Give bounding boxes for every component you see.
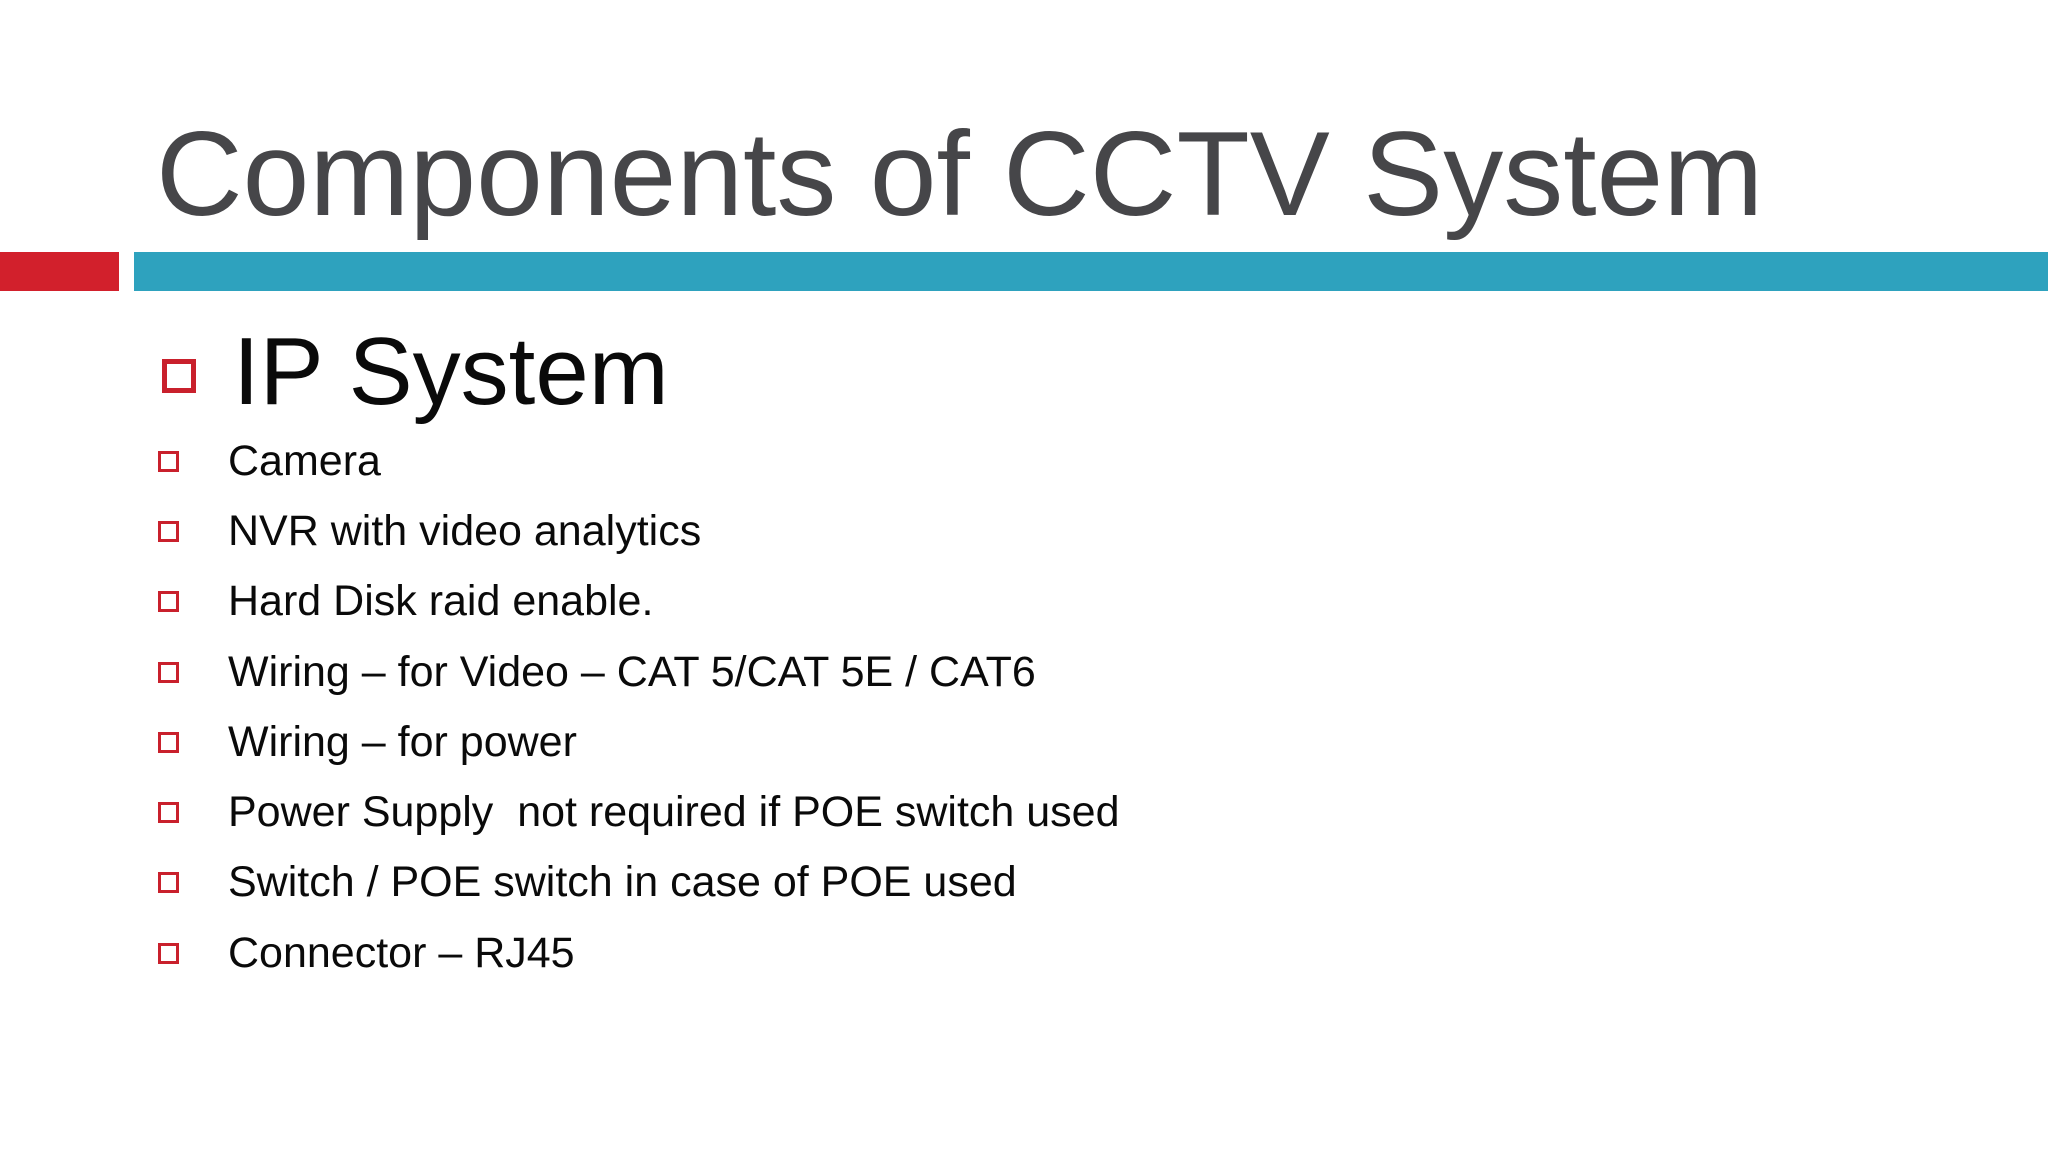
list-item-text: Connector – RJ45: [228, 928, 575, 977]
list-item: Camera: [158, 426, 1120, 496]
bullet-square-icon: [158, 872, 179, 894]
bullet-square-icon: [158, 450, 179, 472]
bullet-square-icon: [158, 802, 179, 824]
bullet-square-icon: [158, 591, 179, 613]
accent-bar-red: [0, 252, 119, 291]
list-item: Wiring – for power: [158, 707, 1120, 777]
component-list: Camera NVR with video analytics Hard Dis…: [158, 426, 1120, 988]
list-item-text: Switch / POE switch in case of POE used: [228, 858, 1017, 907]
list-item: Wiring – for Video – CAT 5/CAT 5E / CAT6: [158, 637, 1120, 707]
list-item-text: NVR with video analytics: [228, 506, 702, 555]
list-item: Hard Disk raid enable.: [158, 567, 1120, 637]
bullet-square-icon: [158, 731, 179, 753]
section-bullet-square-icon: [162, 359, 196, 393]
bullet-square-icon: [158, 942, 179, 964]
list-item-text: Power Supply not required if POE switch …: [228, 788, 1120, 837]
bullet-square-icon: [158, 520, 179, 542]
list-item-text: Camera: [228, 436, 381, 485]
accent-bar-teal: [134, 252, 2048, 291]
list-item-text: Wiring – for power: [228, 717, 577, 766]
list-item: Connector – RJ45: [158, 918, 1120, 988]
list-item-text: Wiring – for Video – CAT 5/CAT 5E / CAT6: [228, 647, 1036, 696]
list-item-text: Hard Disk raid enable.: [228, 577, 654, 626]
list-item: NVR with video analytics: [158, 496, 1120, 566]
bullet-square-icon: [158, 661, 179, 683]
section-heading: IP System: [233, 318, 669, 425]
list-item: Switch / POE switch in case of POE used: [158, 848, 1120, 918]
list-item: Power Supply not required if POE switch …: [158, 777, 1120, 847]
slide-title: Components of CCTV System: [156, 107, 1764, 241]
